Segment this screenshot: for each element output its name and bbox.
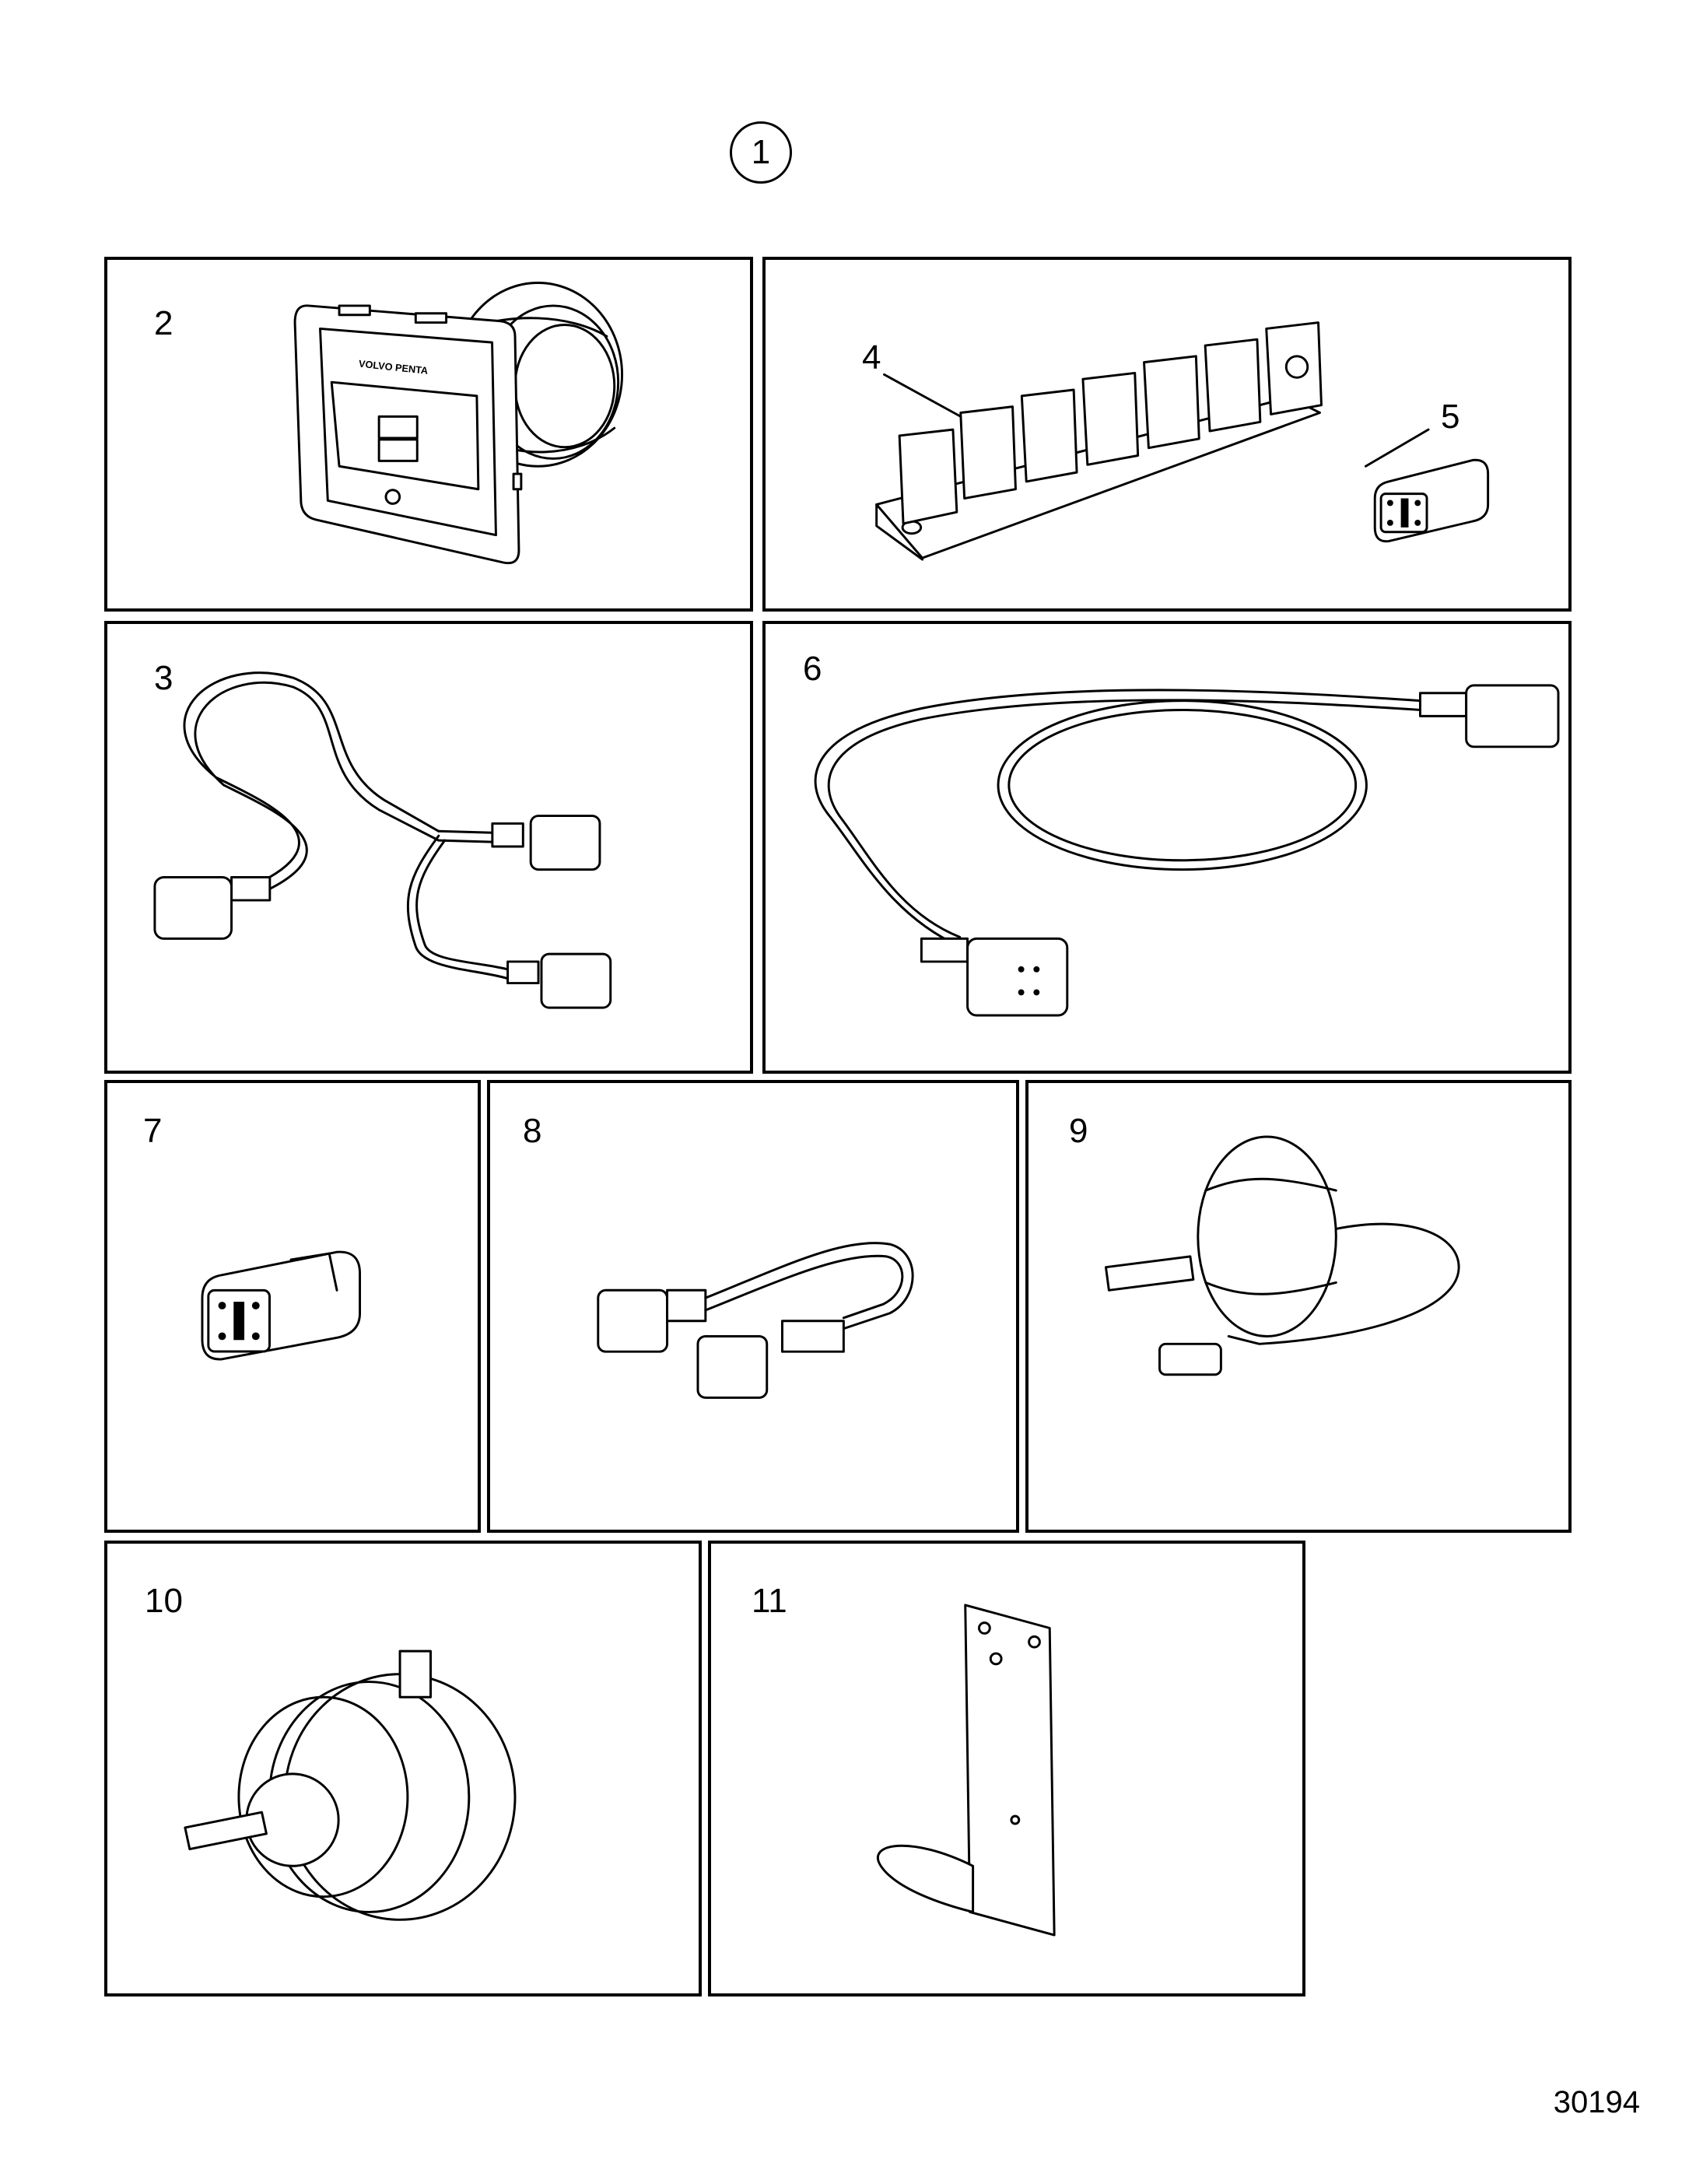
panel-item-8: 8 bbox=[487, 1080, 1019, 1533]
panel-item-10: 10 bbox=[104, 1541, 702, 1996]
panel-5-number: 5 bbox=[1441, 398, 1460, 436]
panel-items-4-5: 4 5 bbox=[762, 257, 1572, 612]
item-1-label: 1 bbox=[751, 133, 771, 171]
rotary-sensor-drawing bbox=[184, 1649, 517, 1921]
panel-9-number: 9 bbox=[1069, 1112, 1088, 1150]
panel-item-9: 9 bbox=[1025, 1080, 1572, 1533]
panel-item-11: 11 bbox=[708, 1541, 1305, 1996]
panel-11-number: 11 bbox=[752, 1582, 787, 1620]
panel-6-number: 6 bbox=[803, 650, 822, 688]
bracket-drawing bbox=[876, 1604, 1056, 1937]
figure-number: 30194 bbox=[1553, 2085, 1640, 2119]
display-unit-drawing: VOLVO PENTA bbox=[293, 282, 624, 565]
extension-cable-drawing bbox=[814, 684, 1560, 1017]
panel-item-6: 6 bbox=[762, 621, 1572, 1074]
y-cable-drawing bbox=[153, 671, 612, 1009]
connector-block-drawing bbox=[875, 321, 1490, 561]
adapter-cable-drawing bbox=[597, 1242, 914, 1399]
connector-drawing bbox=[201, 1250, 362, 1361]
panel-2-number: 2 bbox=[154, 304, 173, 342]
panel-item-2: 2 VOLVO PENTA bbox=[104, 257, 753, 612]
panel-item-7: 7 bbox=[104, 1080, 481, 1533]
sensor-drawing bbox=[1104, 1135, 1460, 1376]
panel-10-number: 10 bbox=[145, 1582, 183, 1620]
panel-3-number: 3 bbox=[154, 659, 173, 697]
panel-4-number: 4 bbox=[862, 338, 881, 377]
item-1-callout: 1 bbox=[730, 121, 792, 184]
panel-item-3: 3 bbox=[104, 621, 753, 1074]
panel-8-number: 8 bbox=[523, 1112, 542, 1150]
panel-7-number: 7 bbox=[143, 1112, 163, 1150]
